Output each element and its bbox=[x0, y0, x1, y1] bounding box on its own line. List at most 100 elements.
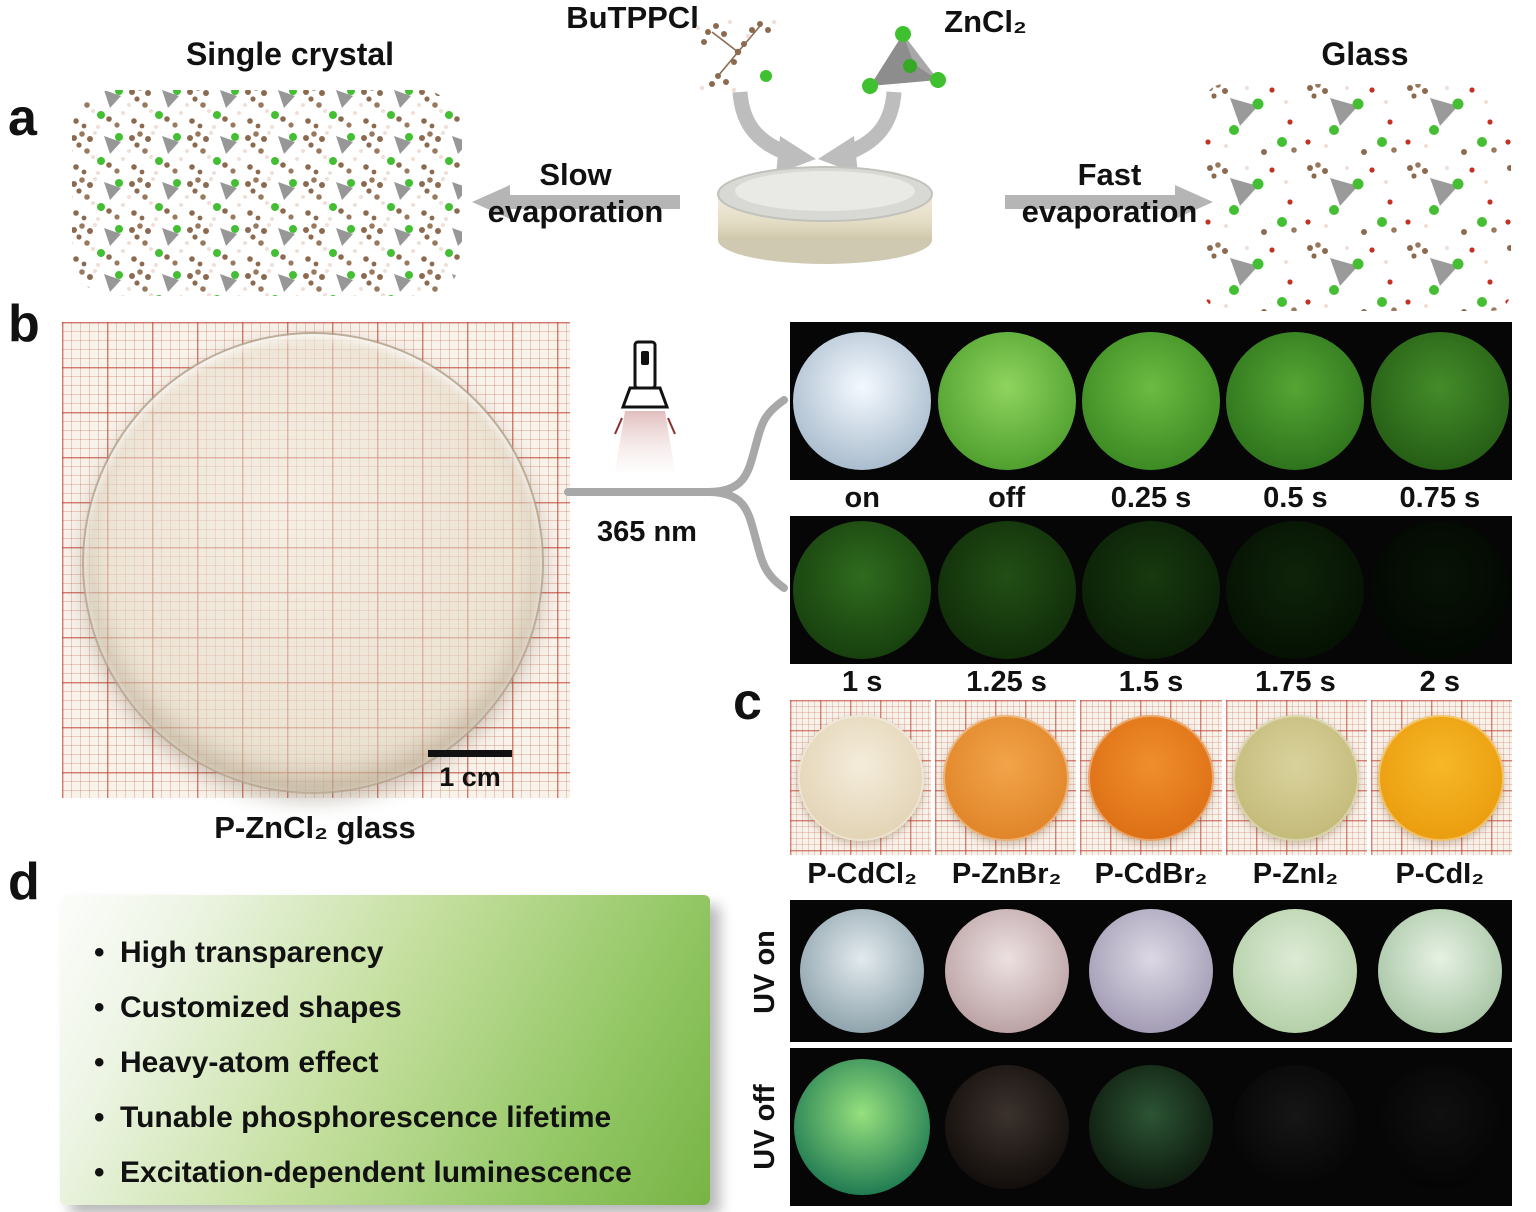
uv-off-disc-4 bbox=[1233, 1065, 1358, 1189]
time-label: 0.5 s bbox=[1263, 482, 1328, 514]
phos-photo-125s bbox=[934, 516, 1078, 664]
phos-photo-15s bbox=[1079, 516, 1223, 664]
uv-on-row bbox=[790, 900, 1512, 1042]
halide-sample-row bbox=[790, 700, 1513, 855]
sample-photo-pznbr2 bbox=[935, 700, 1077, 855]
feature-item: Heavy-atom effect bbox=[86, 1035, 710, 1090]
uv-on-disc-3 bbox=[1089, 909, 1214, 1033]
excitation-wavelength-label: 365 nm bbox=[597, 516, 697, 548]
phos-photo-075s bbox=[1368, 322, 1512, 480]
sample-disc-pcdcl2 bbox=[797, 714, 924, 841]
sample-caption: P-ZnCl₂ glass bbox=[214, 810, 416, 845]
time-label: 0.25 s bbox=[1110, 482, 1192, 514]
glass-disc-075s bbox=[1370, 332, 1509, 470]
uv-off-disc-5 bbox=[1377, 1065, 1502, 1189]
glass-disc-05s bbox=[1226, 332, 1365, 470]
sample-name: P-ZnI₂ bbox=[1252, 858, 1339, 890]
sample-name: P-ZnBr₂ bbox=[951, 858, 1062, 890]
uv-on-photo-2 bbox=[934, 900, 1078, 1042]
petri-dish-illustration bbox=[717, 166, 933, 264]
time-label: 1.75 s bbox=[1255, 666, 1336, 698]
time-label: off bbox=[988, 482, 1026, 514]
feature-item: Customized shapes bbox=[86, 980, 710, 1035]
glass-disc-025s bbox=[1082, 332, 1221, 470]
uv-on-photo-5 bbox=[1368, 900, 1512, 1042]
sample-name: P-CdI₂ bbox=[1395, 858, 1485, 890]
panel-a-label: a bbox=[8, 89, 37, 147]
glass-disc-on bbox=[793, 332, 932, 470]
phos-photo-025s bbox=[1079, 322, 1223, 480]
slow-evaporation-group: Slow evaporation bbox=[468, 156, 683, 230]
afterglow-row2-labels: 1 s 1.25 s 1.5 s 1.75 s 2 s bbox=[790, 666, 1512, 699]
uv-off-photo-1 bbox=[790, 1048, 934, 1206]
glass-disc-1s bbox=[793, 521, 932, 659]
p-zncl2-glass-photo: 1 cm bbox=[62, 322, 570, 798]
slow-evaporation-arrow bbox=[472, 185, 680, 219]
pour-arrows-icon bbox=[732, 91, 902, 174]
glass-disc-2s bbox=[1370, 521, 1509, 659]
uv-off-disc-3 bbox=[1089, 1065, 1214, 1189]
sample-photo-pcdi2 bbox=[1370, 700, 1513, 855]
panel-b-label: b bbox=[8, 295, 40, 353]
uv-flashlight-icon bbox=[614, 340, 676, 472]
time-label: on bbox=[844, 482, 880, 514]
sample-disc-pcdbr2 bbox=[1088, 714, 1214, 841]
feature-item: Excitation-dependent luminescence bbox=[86, 1145, 710, 1200]
fast-evaporation-arrow bbox=[1005, 185, 1213, 219]
time-label: 1.5 s bbox=[1118, 666, 1184, 698]
afterglow-row2 bbox=[790, 516, 1512, 664]
phos-photo-1s bbox=[790, 516, 934, 664]
uv-off-photo-5 bbox=[1368, 1048, 1512, 1206]
sample-name: P-CdBr₂ bbox=[1094, 858, 1208, 890]
scale-bar bbox=[428, 750, 512, 757]
single-crystal-title: Single crystal bbox=[185, 36, 395, 72]
glass-title: Glass bbox=[1321, 36, 1409, 72]
phos-photo-on bbox=[790, 322, 934, 480]
glass-structure-image bbox=[1204, 84, 1511, 311]
reagent-butppcl-label: BuTPPCl bbox=[566, 0, 699, 35]
sample-photo-pzni2 bbox=[1225, 700, 1367, 855]
glass-disc-15s bbox=[1082, 521, 1221, 659]
uv-off-photo-3 bbox=[1079, 1048, 1223, 1206]
glass-disc-large bbox=[82, 332, 544, 794]
feature-summary-box: High transparency Customized shapes Heav… bbox=[60, 895, 710, 1205]
panel-c-label: c bbox=[733, 673, 762, 731]
glass-disc-off bbox=[937, 332, 1076, 470]
sample-name: P-CdCl₂ bbox=[807, 858, 917, 890]
feature-item: Tunable phosphorescence lifetime bbox=[86, 1090, 710, 1145]
uv-off-row bbox=[790, 1048, 1512, 1206]
sample-disc-pzni2 bbox=[1233, 714, 1360, 841]
sample-disc-pcdi2 bbox=[1378, 714, 1505, 841]
connector-brace bbox=[564, 396, 788, 592]
time-label: 0.75 s bbox=[1399, 482, 1481, 514]
feature-item: High transparency bbox=[86, 925, 710, 980]
uv-on-photo-4 bbox=[1223, 900, 1367, 1042]
sample-photo-pcdcl2 bbox=[790, 700, 932, 855]
uv-on-row-label: UV on bbox=[749, 930, 781, 1014]
afterglow-row1 bbox=[790, 322, 1512, 480]
uv-on-disc-5 bbox=[1377, 909, 1502, 1033]
fast-evaporation-group: Fast evaporation bbox=[1002, 156, 1217, 230]
single-crystal-structure-image bbox=[72, 90, 462, 296]
glass-disc-175s bbox=[1226, 521, 1365, 659]
phos-photo-05s bbox=[1223, 322, 1367, 480]
uv-off-photo-4 bbox=[1223, 1048, 1367, 1206]
slow-evaporation-label: Slow evaporation bbox=[487, 157, 664, 229]
uv-off-disc-2 bbox=[944, 1065, 1069, 1189]
uv-on-photo-3 bbox=[1079, 900, 1223, 1042]
uv-on-photo-1 bbox=[790, 900, 934, 1042]
uv-on-disc-1 bbox=[800, 909, 925, 1033]
phos-photo-2s bbox=[1368, 516, 1512, 664]
sample-photo-pcdbr2 bbox=[1080, 700, 1222, 855]
halide-sample-labels: P-CdCl₂ P-ZnBr₂ P-CdBr₂ P-ZnI₂ P-CdI₂ bbox=[790, 858, 1512, 891]
glass-disc-125s bbox=[937, 521, 1076, 659]
phos-photo-off bbox=[934, 322, 1078, 480]
fast-evaporation-label: Fast evaporation bbox=[1021, 157, 1198, 229]
butppcl-molecule-icon bbox=[695, 19, 777, 93]
uv-off-photo-2 bbox=[934, 1048, 1078, 1206]
time-label: 1.25 s bbox=[966, 666, 1047, 698]
zncl2-molecule-icon bbox=[862, 26, 946, 94]
phos-photo-175s bbox=[1223, 516, 1367, 664]
afterglow-row1-labels: on off 0.25 s 0.5 s 0.75 s bbox=[790, 482, 1512, 515]
time-label: 2 s bbox=[1419, 666, 1460, 698]
